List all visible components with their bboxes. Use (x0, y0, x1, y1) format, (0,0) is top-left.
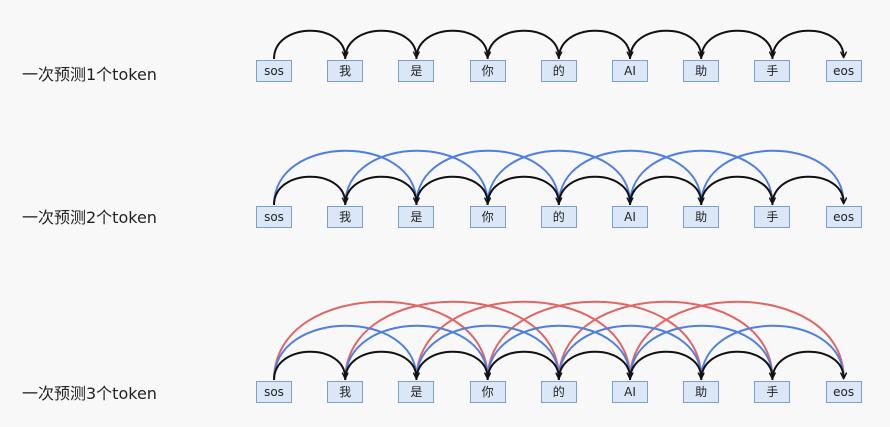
token-box: 我 (327, 206, 364, 228)
arrow-skip-3 (344, 300, 563, 381)
arrow-skip-1 (344, 175, 420, 206)
token-box: 的 (540, 60, 577, 82)
arrow-skip-1 (629, 29, 705, 60)
token-box: 是 (398, 60, 435, 82)
arrow-skip-1 (486, 175, 563, 206)
token-box: 你 (469, 381, 506, 403)
arrow-skip-1 (629, 350, 705, 381)
arrow-skip-1 (700, 175, 776, 206)
token-box: 助 (683, 381, 720, 403)
token-box: 是 (398, 381, 435, 403)
token-box: 我 (327, 60, 364, 82)
arrow-skip-1 (415, 175, 492, 206)
arrow-skip-1 (486, 350, 563, 381)
arrow-skip-3 (415, 300, 634, 381)
arrow-skip-3 (273, 300, 492, 381)
token-box: 的 (540, 206, 577, 228)
arrow-skip-1 (273, 29, 349, 60)
arrow-skip-1 (629, 175, 705, 206)
arrow-skip-2 (344, 324, 492, 381)
arrow-skip-1 (273, 175, 349, 206)
arrow-skip-1 (486, 29, 563, 60)
arrow-skip-1 (344, 350, 420, 381)
token-box: sos (256, 206, 292, 228)
token-box: eos (825, 381, 862, 403)
token-box: sos (256, 381, 292, 403)
token-box: 的 (540, 381, 577, 403)
arrow-skip-2 (273, 149, 420, 206)
arrow-skip-1 (700, 29, 776, 60)
arrow-skip-1 (771, 29, 848, 60)
arrow-skip-2 (273, 324, 420, 381)
token-box: AI (612, 60, 648, 82)
arrow-skip-1 (557, 350, 634, 381)
token-box: AI (612, 206, 648, 228)
arrow-skip-1 (415, 29, 492, 60)
arrow-skip-2 (700, 149, 848, 206)
arrow-skip-2 (486, 324, 634, 381)
row-label: 一次预测1个token (22, 65, 157, 84)
token-box: 是 (398, 206, 435, 228)
token-box: 助 (683, 60, 720, 82)
token-box: sos (256, 60, 292, 82)
token-box: eos (825, 60, 862, 82)
token-box: 手 (754, 60, 791, 82)
token-box: eos (825, 206, 862, 228)
token-box: 我 (327, 381, 364, 403)
token-box: 你 (469, 206, 506, 228)
arrow-skip-2 (344, 149, 492, 206)
arrow-skip-1 (344, 29, 420, 60)
arrow-skip-2 (700, 324, 848, 381)
row-label: 一次预测3个token (22, 384, 157, 403)
arrow-skip-1 (415, 350, 492, 381)
arrow-skip-1 (557, 29, 634, 60)
token-box: AI (612, 381, 648, 403)
token-box: 手 (754, 381, 791, 403)
arrow-skip-1 (557, 175, 634, 206)
token-box: 助 (683, 206, 720, 228)
arrow-skip-1 (771, 350, 848, 381)
arrow-skip-2 (415, 149, 563, 206)
token-box: 手 (754, 206, 791, 228)
arrow-skip-3 (629, 300, 848, 381)
arrow-skip-1 (273, 350, 349, 381)
arrow-skip-2 (557, 324, 705, 381)
arrow-skip-2 (557, 149, 705, 206)
arrow-skip-1 (771, 175, 848, 206)
arrow-skip-3 (557, 300, 776, 381)
token-box: 你 (469, 60, 506, 82)
arrow-skip-3 (486, 300, 705, 381)
arrow-skip-2 (629, 324, 776, 381)
row-label: 一次预测2个token (22, 208, 157, 227)
arrow-skip-2 (486, 149, 634, 206)
arrow-skip-1 (700, 350, 776, 381)
arrow-skip-2 (415, 324, 563, 381)
arrow-skip-2 (629, 149, 776, 206)
